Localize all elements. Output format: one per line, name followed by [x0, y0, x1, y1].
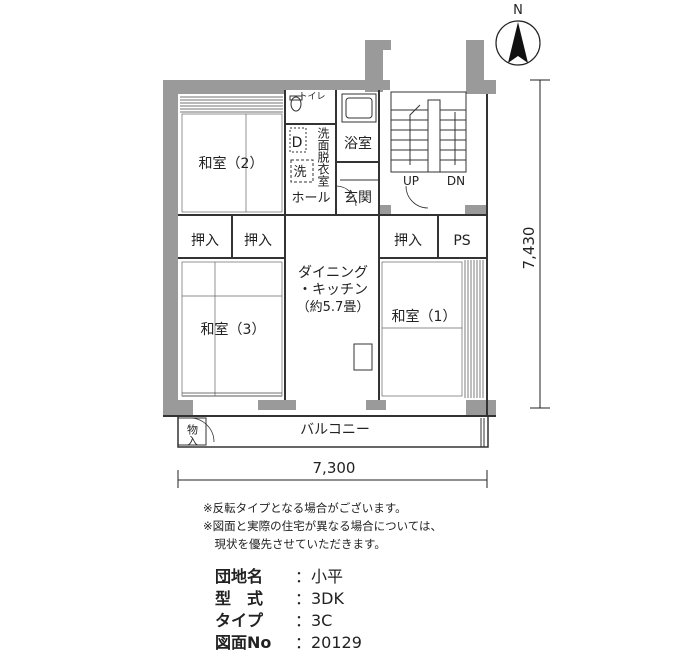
walls: [163, 40, 496, 416]
hall-label: ホール: [291, 191, 330, 206]
info-value: 3DK: [311, 589, 344, 608]
bath-label: 浴室: [344, 135, 372, 152]
balcony-label: バルコニー: [300, 422, 370, 438]
depth-dimension: 7,430: [520, 227, 538, 270]
tatami-room-2: [180, 96, 283, 213]
dk-label-line1: ダイニング: [298, 265, 368, 281]
tatami-room-1: [381, 260, 484, 398]
fixtures: [289, 93, 378, 371]
washroom-label: 洗面脱衣室: [316, 127, 330, 187]
info-key: 団地名: [215, 567, 264, 586]
info-row-type: 型 式：3DK: [215, 585, 344, 609]
stair-up-label: UP: [403, 174, 419, 188]
storage-label: 物入: [186, 423, 199, 446]
d-mark: D: [292, 135, 303, 151]
note-line-3: 現状を優先させていただきます。: [203, 537, 386, 551]
closet-c-label: 押入: [394, 233, 422, 249]
closet-b-label: 押入: [244, 233, 272, 249]
tatami-room-3: [181, 261, 283, 397]
info-value: 3C: [311, 611, 333, 630]
north-arrow: N: [495, 3, 541, 66]
closet-a-label: 押入: [191, 233, 219, 249]
dimension-lines: [177, 79, 550, 488]
ps-label: PS: [453, 233, 470, 249]
info-value: 20129: [311, 633, 362, 652]
room-washitsu-3: 和室（3）: [201, 321, 266, 338]
note-line-1: ※反転タイプとなる場合がございます。: [203, 501, 407, 515]
info-key: 図面No: [215, 633, 272, 652]
toilet-label: トイレ: [298, 92, 325, 102]
info-row-drawing-no: 図面No：20129: [215, 629, 362, 653]
info-key: タイプ: [215, 611, 264, 630]
info-value: 小平: [311, 567, 344, 586]
washer-label: 洗: [293, 165, 306, 180]
info-row-subtype: タイプ：3C: [215, 607, 332, 631]
entrance-label: 玄関: [344, 189, 372, 206]
info-row-name: 団地名：小平: [215, 563, 343, 587]
north-label: N: [513, 3, 523, 18]
dk-label-line2: ・キッチン: [298, 282, 368, 298]
stair-down-label: DN: [447, 174, 465, 188]
staircase: [390, 91, 467, 173]
width-dimension: 7,300: [313, 459, 356, 477]
dk-label-line3: （約5.7畳）: [297, 300, 370, 315]
balcony: [177, 415, 489, 448]
room-washitsu-1: 和室（1）: [392, 308, 457, 325]
room-washitsu-2: 和室（2）: [199, 155, 264, 172]
info-key: 型 式: [215, 589, 264, 608]
note-line-2: ※図面と実際の住宅が異なる場合については、: [203, 519, 443, 533]
